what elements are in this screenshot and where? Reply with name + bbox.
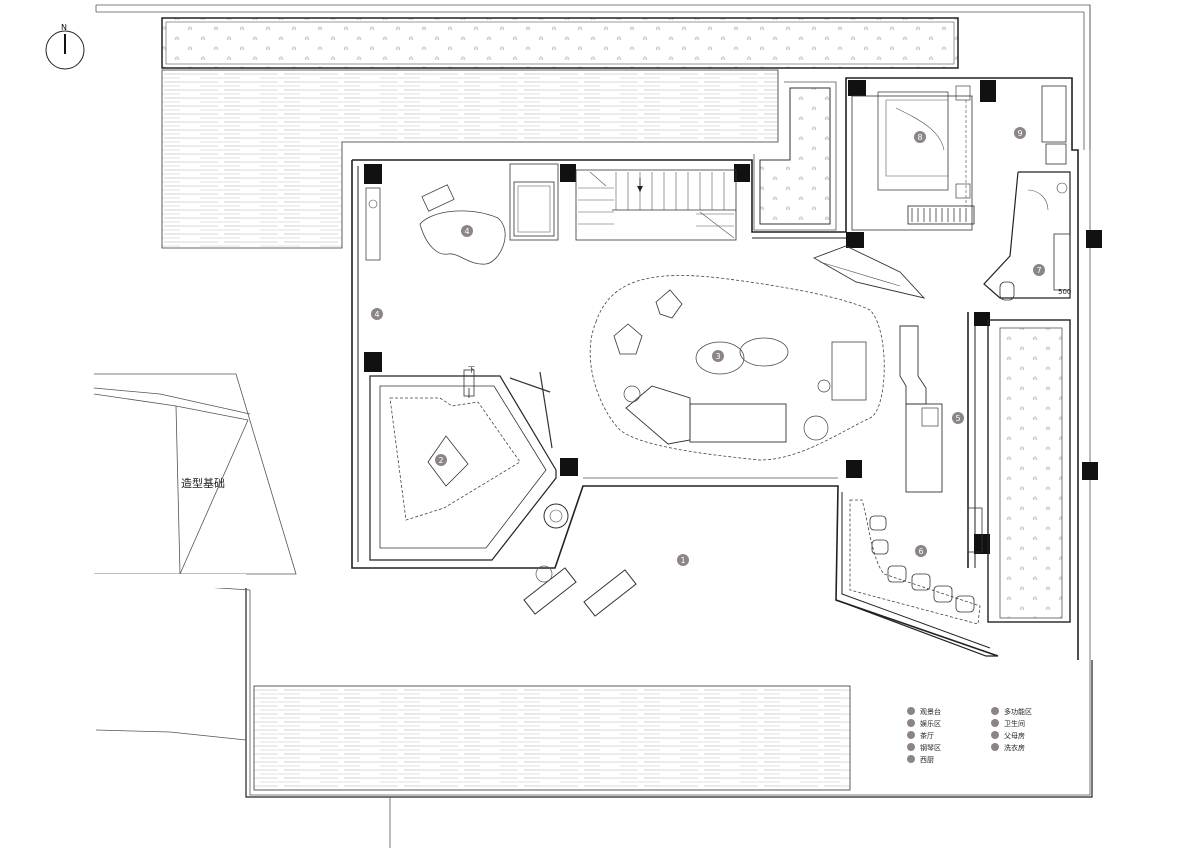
- svg-text:观景台: 观景台: [920, 707, 941, 716]
- svg-text:3: 3: [715, 352, 720, 361]
- columns: [364, 80, 1102, 554]
- legend-item-8: 父母房: [991, 731, 1025, 740]
- dimension-500: 500: [1058, 288, 1071, 296]
- zone-marker-7: 7: [1033, 264, 1045, 276]
- legend-item-7: 卫生间: [991, 719, 1025, 728]
- zone-marker-4: 4: [461, 225, 473, 237]
- svg-text:9: 9: [1017, 129, 1022, 138]
- legend-item-5: 西厨: [907, 755, 934, 764]
- zone-markers: 1 2 3 4 5 6 7 8 9 4: [371, 127, 1045, 566]
- terrace-furniture: [523, 503, 637, 617]
- top-left-deck: [161, 69, 779, 249]
- legend: 观景台 娱乐区 茶厅 钢琴区 西厨 多功能区 卫生间 父母房 洗衣房: [907, 707, 1032, 764]
- site-boundary: [95, 4, 1093, 798]
- zone-marker-5: 5: [952, 412, 964, 424]
- legend-item-3: 茶厅: [907, 731, 934, 740]
- legend-item-6: 多功能区: [991, 707, 1032, 716]
- top-planter: [161, 17, 959, 69]
- entertainment-area: [369, 369, 557, 561]
- svg-text:娱乐区: 娱乐区: [920, 719, 941, 728]
- svg-text:1: 1: [680, 556, 685, 565]
- zone-marker-8: 8: [914, 131, 926, 143]
- laundry-bathroom: [983, 85, 1071, 301]
- svg-text:茶厅: 茶厅: [920, 731, 934, 740]
- svg-text:卫生间: 卫生间: [1004, 719, 1025, 728]
- zone-marker-2: 2: [435, 454, 447, 466]
- zone-marker-3: 3: [712, 350, 724, 362]
- svg-text:6: 6: [918, 547, 923, 556]
- legend-item-1: 观景台: [907, 707, 941, 716]
- zone-marker-4b: 4: [371, 308, 383, 320]
- svg-text:洗衣房: 洗衣房: [1004, 743, 1025, 752]
- multifunction-area: [849, 499, 983, 625]
- kitchen-island: [899, 325, 943, 493]
- neighbor-structure: [93, 373, 391, 848]
- parents-bedroom: [812, 85, 975, 299]
- legend-item-4: 钢琴区: [907, 743, 941, 752]
- compass-icon: [45, 30, 85, 70]
- main-walls: [351, 77, 1079, 660]
- svg-text:4: 4: [464, 227, 469, 236]
- svg-text:4: 4: [374, 310, 379, 319]
- svg-text:父母房: 父母房: [1004, 731, 1025, 740]
- legend-item-9: 洗衣房: [991, 743, 1025, 752]
- svg-text:钢琴区: 钢琴区: [920, 743, 941, 752]
- piano: [365, 184, 506, 265]
- zone-marker-1: 1: [677, 554, 689, 566]
- svg-text:8: 8: [917, 133, 922, 142]
- tea-hall: [589, 275, 885, 461]
- right-planter: [987, 319, 1071, 623]
- svg-text:7: 7: [1036, 266, 1041, 275]
- zone-marker-9: 9: [1014, 127, 1026, 139]
- elevator: [509, 163, 559, 241]
- zone-marker-6: 6: [915, 545, 927, 557]
- svg-text:西厨: 西厨: [920, 756, 934, 764]
- courtyard-planter: [753, 81, 837, 231]
- legend-item-2: 娱乐区: [907, 719, 941, 728]
- svg-text:多功能区: 多功能区: [1004, 707, 1032, 716]
- bottom-deck: [253, 685, 851, 791]
- staircase: [575, 169, 737, 241]
- compass-north-label: N: [61, 23, 67, 32]
- svg-text:2: 2: [438, 456, 443, 465]
- stair-down-mark: 下: [468, 366, 475, 374]
- foundation-label: 造型基础: [181, 476, 225, 490]
- svg-text:5: 5: [955, 414, 960, 423]
